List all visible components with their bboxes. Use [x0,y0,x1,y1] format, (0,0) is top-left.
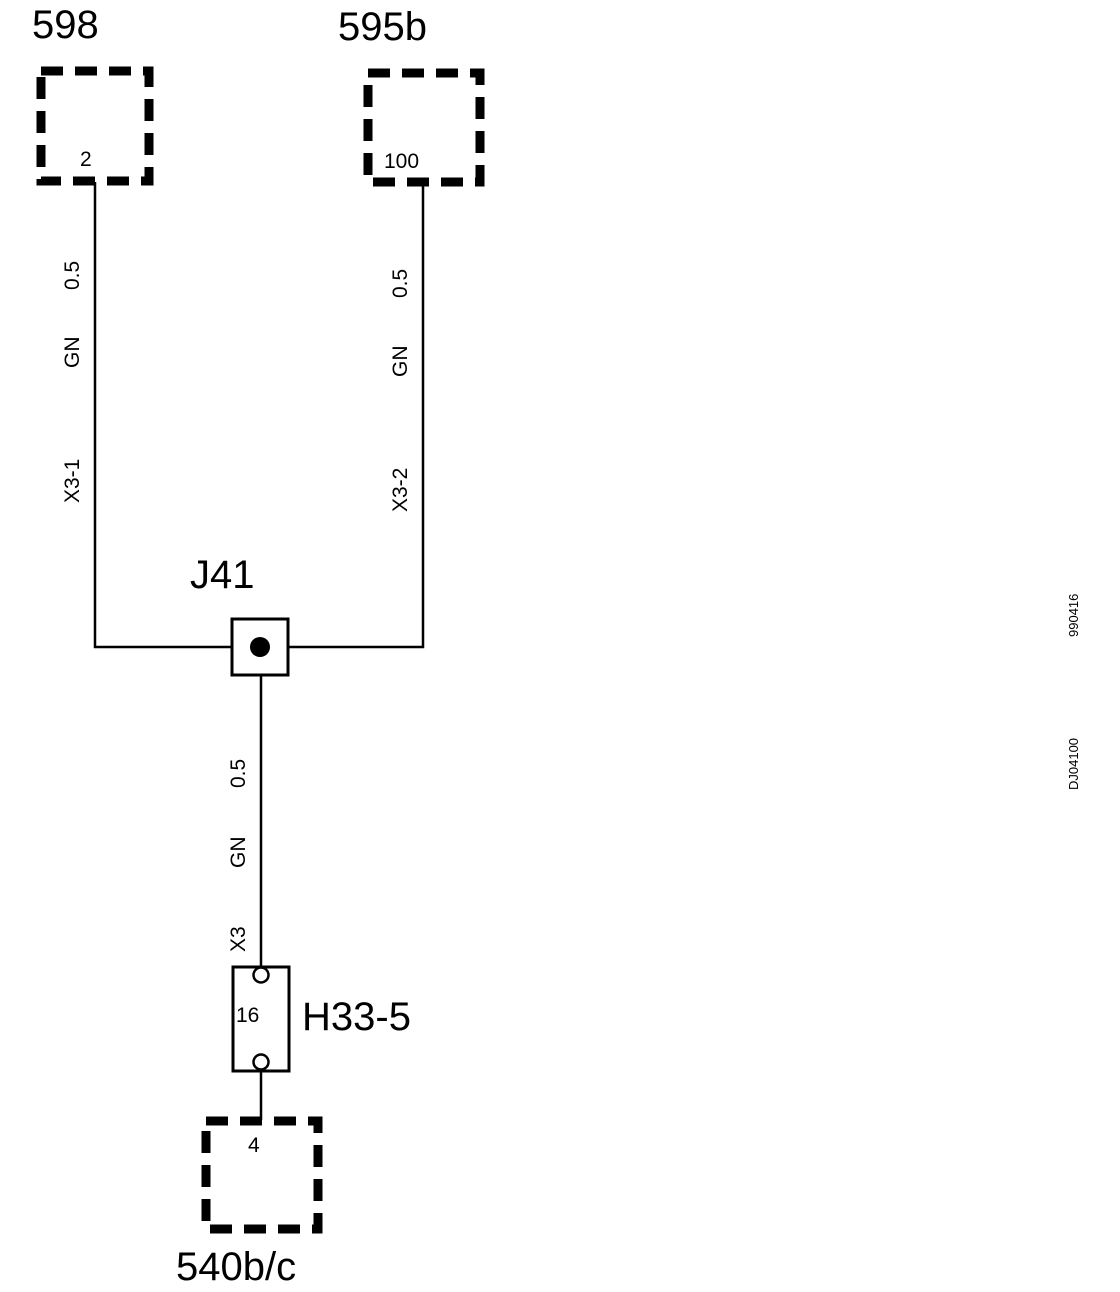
wire-right-connector: X3-2 [389,468,412,512]
junction-j41-dot [250,637,270,657]
wire-left-size: 0.5 [61,261,84,290]
code-date: 990416 [1066,594,1081,637]
component-595b-pin: 100 [384,150,419,173]
code-ref: DJ04100 [1066,738,1081,790]
wire-x3-2 [288,182,425,649]
component-540bc-box [201,1116,323,1234]
connector-h33-5-bottom-hole [252,1053,270,1071]
wire-left-connector: X3-1 [61,459,84,503]
wire-bottom-size: 0.5 [227,759,250,788]
wire-bottom-labels: 0.5 GN X3 [227,759,250,952]
component-598-pin: 2 [80,148,92,171]
component-595b: 595b 100 [338,5,485,187]
connector-h33-5-label: H33-5 [302,995,411,1039]
wire-left-color: GN [61,337,84,369]
component-598: 598 2 [32,3,154,186]
wire-right-labels: 0.5 GN X3-2 [389,269,412,512]
component-598-label: 598 [32,3,99,47]
component-598-box [36,66,154,186]
wire-left-labels: 0.5 GN X3-1 [61,261,84,503]
component-540bc-pin: 4 [248,1134,260,1157]
wire-x3-1 [93,182,232,649]
wire-bottom-color: GN [227,837,250,869]
junction-j41: J41 [190,553,290,677]
junction-j41-label: J41 [190,553,255,597]
component-595b-label: 595b [338,5,427,49]
connector-h33-5-top-hole [252,966,270,984]
component-540bc-label: 540b/c [176,1245,296,1289]
component-540bc: 4 540b/c [176,1116,323,1289]
connector-h33-5-pin: 16 [236,1004,259,1027]
wire-bottom-connector: X3 [227,926,250,952]
wire-right-size: 0.5 [389,269,412,298]
wire-right-color: GN [389,346,412,378]
connector-h33-5: 16 H33-5 [231,965,411,1073]
